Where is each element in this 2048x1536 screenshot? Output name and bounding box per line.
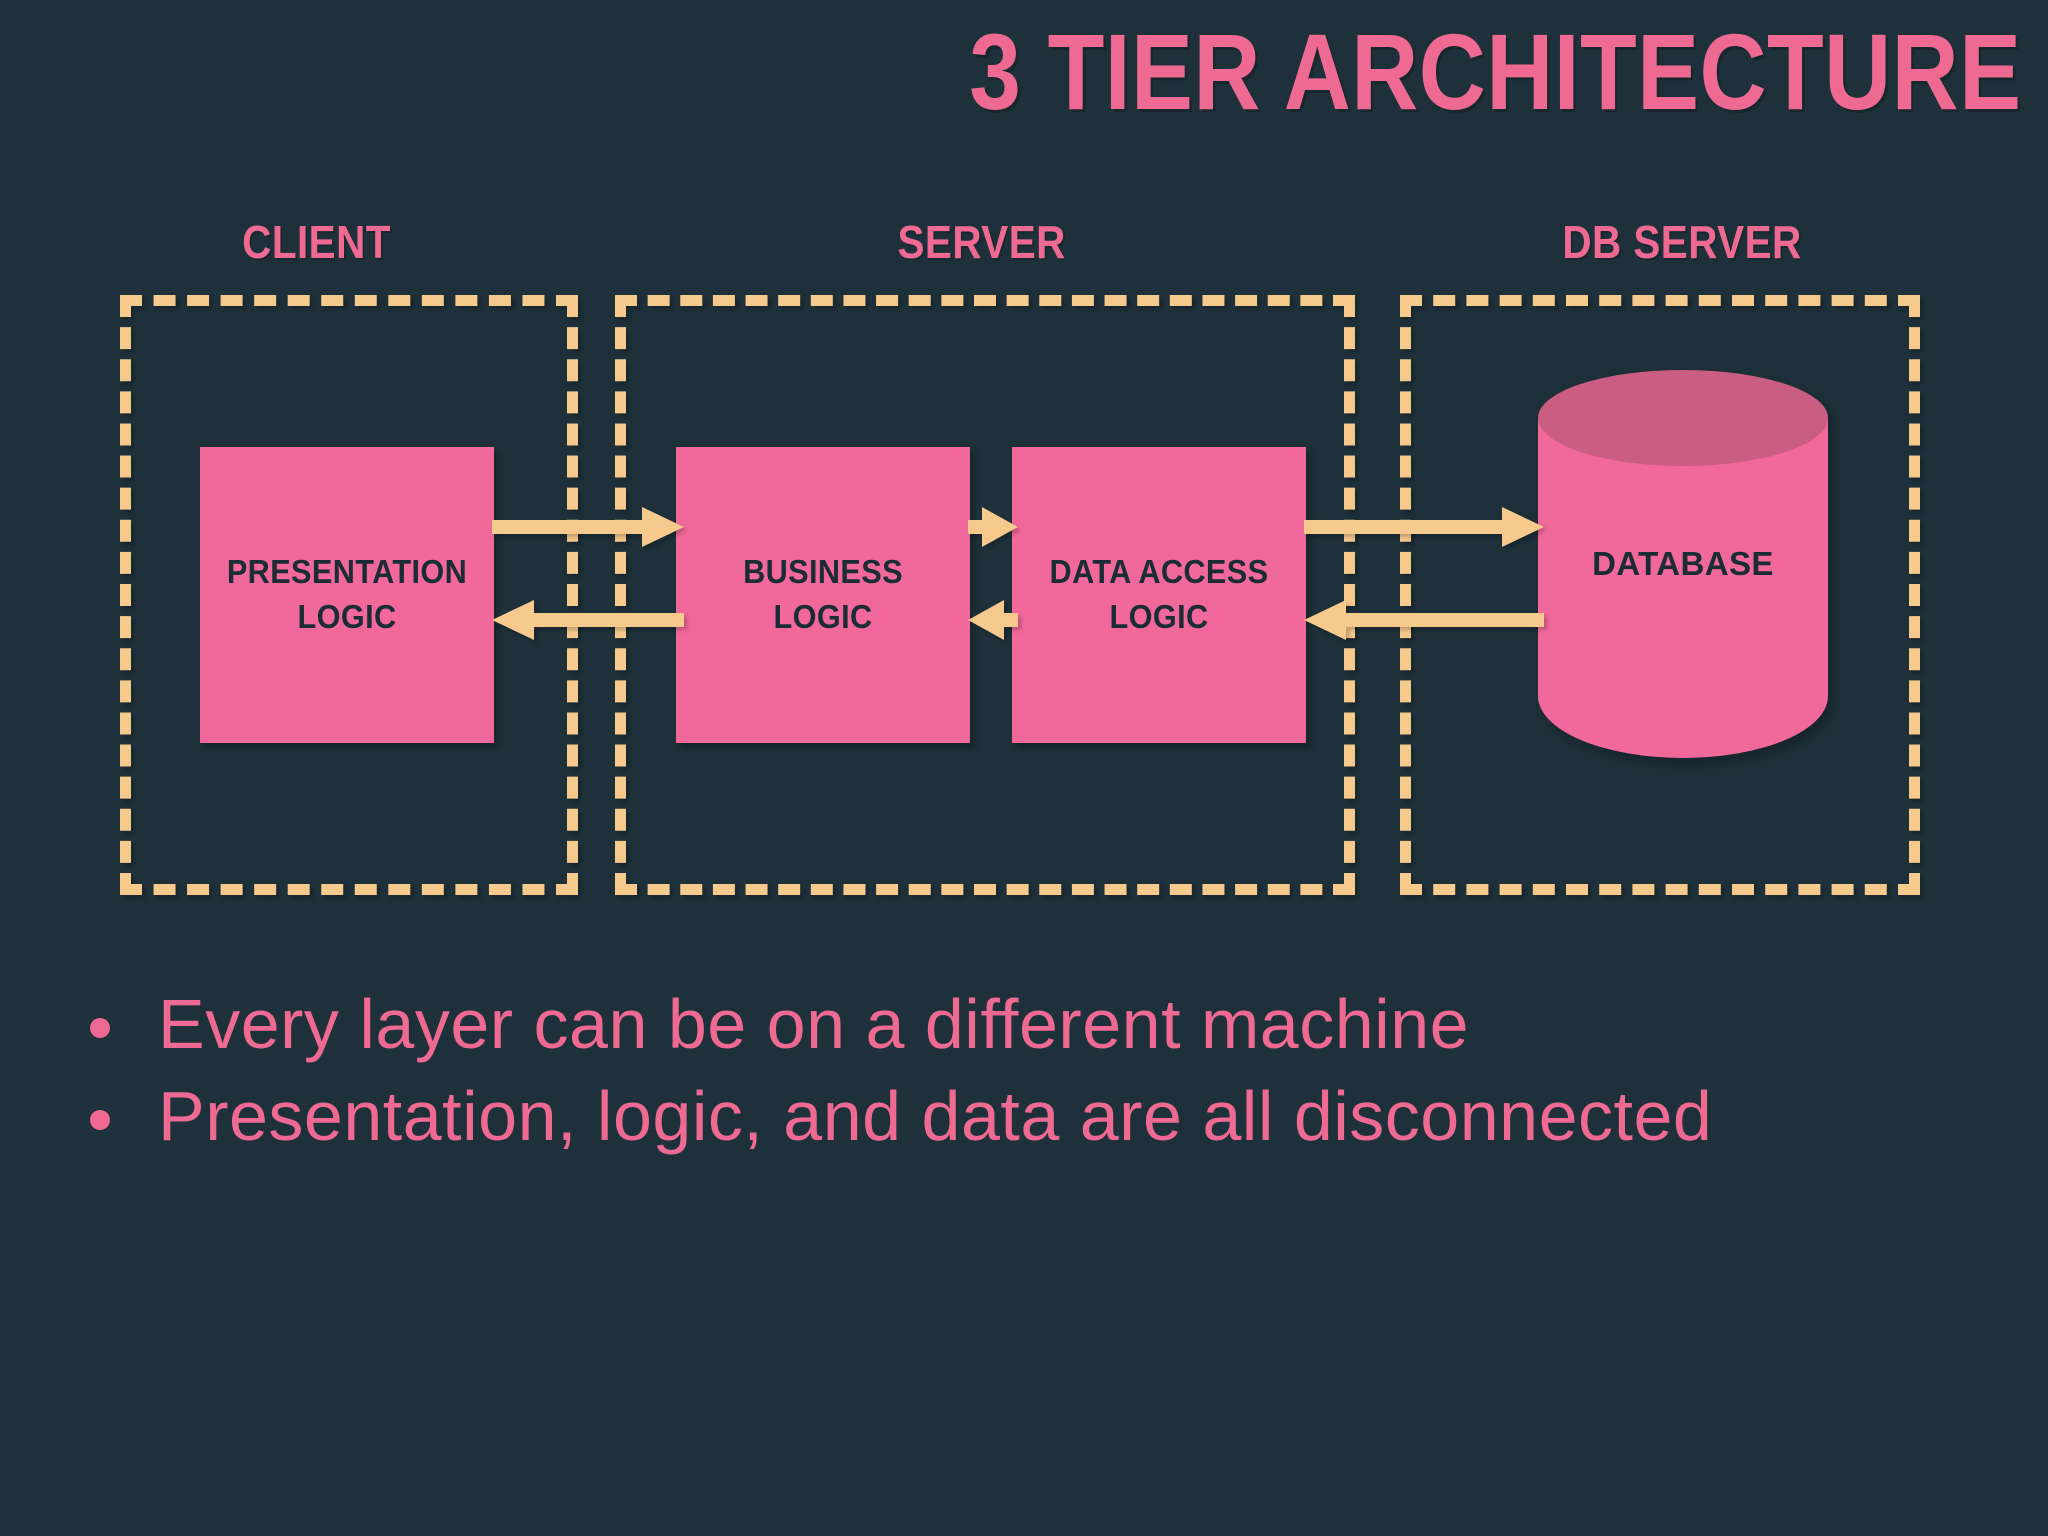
bullet-text: Every layer can be on a different machin…: [158, 985, 1470, 1063]
component-presentation-logic[interactable]: PRESENTATION LOGIC: [200, 447, 494, 743]
component-data-access-logic[interactable]: DATA ACCESS LOGIC: [1012, 447, 1306, 743]
component-business-logic[interactable]: BUSINESS LOGIC: [676, 447, 970, 743]
component-database-label: DATABASE: [1592, 545, 1774, 582]
list-item: Presentation, logic, and data are all di…: [90, 1077, 1890, 1155]
component-data-access-logic-label: DATA ACCESS LOGIC: [1049, 553, 1269, 635]
zone-label-client: CLIENT: [242, 216, 391, 268]
bullet-dot-icon: [90, 1110, 110, 1131]
arrow-presentation-to-business: [492, 507, 684, 547]
zone-boundary-client: [120, 295, 578, 895]
zone-label-server: SERVER: [897, 216, 1066, 268]
zone-boundary-server: [615, 295, 1355, 895]
component-database-cylinder[interactable]: DATABASE: [1538, 370, 1828, 808]
arrow-business-to-data-access: [968, 507, 1018, 547]
bullet-dot-icon: [90, 1018, 110, 1038]
zone-boundary-db-server: [1400, 295, 1920, 895]
component-presentation-logic-label: PRESENTATION LOGIC: [226, 553, 468, 635]
component-business-logic-label: BUSINESS LOGIC: [743, 553, 903, 635]
arrow-data-access-to-business: [968, 600, 1018, 640]
cylinder-top-ellipse: [1538, 370, 1828, 466]
arrow-database-to-data-access: [1304, 600, 1544, 640]
page-title: 3 TIER ARCHITECTURE: [969, 11, 2022, 132]
arrow-business-to-presentation: [492, 600, 684, 640]
list-item: Every layer can be on a different machin…: [90, 985, 1890, 1063]
arrow-data-access-to-database: [1304, 507, 1544, 547]
cylinder-body: [1538, 418, 1828, 758]
zone-label-db-server: DB SERVER: [1562, 216, 1802, 268]
bullet-list: Every layer can be on a different machin…: [90, 985, 1890, 1170]
bullet-text: Presentation, logic, and data are all di…: [158, 1077, 1713, 1156]
